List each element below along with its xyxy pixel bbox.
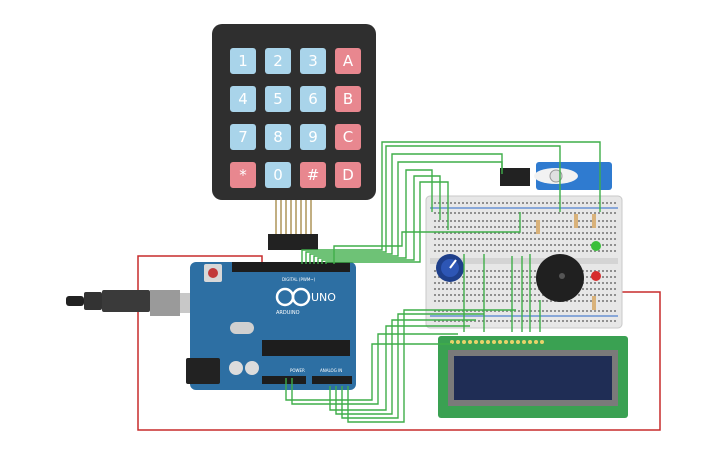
- resistor-3: [592, 214, 596, 228]
- keypad-key-label: 6: [308, 90, 318, 108]
- keypad-key-A[interactable]: A: [335, 48, 361, 74]
- capacitor-2: [245, 361, 259, 375]
- keypad-key-#[interactable]: #: [300, 162, 326, 188]
- keypad-key-3[interactable]: 3: [300, 48, 326, 74]
- lcd-screen: [454, 356, 612, 400]
- keypad-key-label: 4: [238, 90, 248, 108]
- keypad-key-label: 2: [273, 52, 283, 70]
- red-led: [591, 271, 601, 281]
- usb-cable: [66, 290, 200, 316]
- resistor-2: [574, 214, 578, 228]
- keypad-key-label: C: [343, 128, 353, 146]
- keypad-key-label: A: [343, 52, 354, 70]
- keypad-key-9[interactable]: 9: [300, 124, 326, 150]
- breadboard-holes: [434, 202, 616, 322]
- arduino-brand-label: ARDUINO: [276, 310, 300, 316]
- analog-in-label: ANALOG IN: [320, 368, 342, 373]
- keypad-key-7[interactable]: 7: [230, 124, 256, 150]
- keypad-key-8[interactable]: 8: [265, 124, 291, 150]
- keypad-key-0[interactable]: 0: [265, 162, 291, 188]
- dc-jack: [186, 358, 220, 384]
- arduino-pcb: [190, 262, 356, 390]
- keypad-key-label: 7: [238, 128, 248, 146]
- arduino-uno-label: UNO: [311, 291, 336, 304]
- keypad-4x4[interactable]: 1 2 3 A 4 5 6 B 7 8 9 C * 0 # D: [212, 24, 376, 200]
- keypad-key-5[interactable]: 5: [265, 86, 291, 112]
- keypad-key-4[interactable]: 4: [230, 86, 256, 112]
- analog-header: [312, 376, 352, 384]
- keypad-key-label: 8: [273, 128, 283, 146]
- keypad-key-2[interactable]: 2: [265, 48, 291, 74]
- resistor-4: [592, 296, 596, 310]
- resistors: [536, 214, 596, 310]
- keypad-key-label: 0: [273, 166, 283, 184]
- green-wires: [285, 141, 601, 423]
- power-header: [262, 376, 306, 384]
- keypad-key-label: 5: [273, 90, 283, 108]
- green-led: [591, 241, 601, 251]
- lcd-pins: [450, 340, 544, 344]
- capacitor-1: [229, 361, 243, 375]
- atmega-chip: [262, 340, 350, 356]
- keypad-keys: 1 2 3 A 4 5 6 B 7 8 9 C * 0 # D: [230, 48, 361, 188]
- digital-pwm-label: DIGITAL (PWM~): [282, 277, 316, 282]
- power-label: POWER: [290, 368, 305, 373]
- keypad-ribbon: [275, 200, 312, 236]
- resistor-1: [536, 220, 540, 234]
- keypad-key-label: D: [342, 166, 354, 184]
- keypad-key-label: #: [307, 166, 320, 184]
- piezo-buzzer: [536, 254, 584, 302]
- red-wire-left-loop: [137, 255, 661, 431]
- keypad-key-*[interactable]: *: [230, 162, 256, 188]
- arduino-uno-board[interactable]: UNO ARDUINO DIGITAL (PWM~) POWER ANALOG …: [186, 262, 356, 390]
- keypad-connector: [268, 234, 318, 250]
- keypad-key-label: 3: [308, 52, 318, 70]
- crystal: [230, 322, 254, 334]
- servo-connector: [500, 168, 530, 186]
- keypad-key-label: 9: [308, 128, 318, 146]
- keypad-key-label: 1: [238, 52, 248, 70]
- keypad-key-C[interactable]: C: [335, 124, 361, 150]
- keypad-key-B[interactable]: B: [335, 86, 361, 112]
- keypad-key-label: *: [239, 166, 247, 184]
- lcd-16x2: [438, 336, 628, 418]
- keypad-key-6[interactable]: 6: [300, 86, 326, 112]
- keypad-key-1[interactable]: 1: [230, 48, 256, 74]
- arduino-logo: UNO ARDUINO: [275, 287, 336, 316]
- keypad-key-D[interactable]: D: [335, 162, 361, 188]
- digital-header: [232, 262, 350, 272]
- servo-motor[interactable]: [500, 162, 612, 190]
- keypad-key-label: B: [343, 90, 353, 108]
- potentiometer[interactable]: [436, 254, 464, 282]
- leds: [591, 241, 601, 281]
